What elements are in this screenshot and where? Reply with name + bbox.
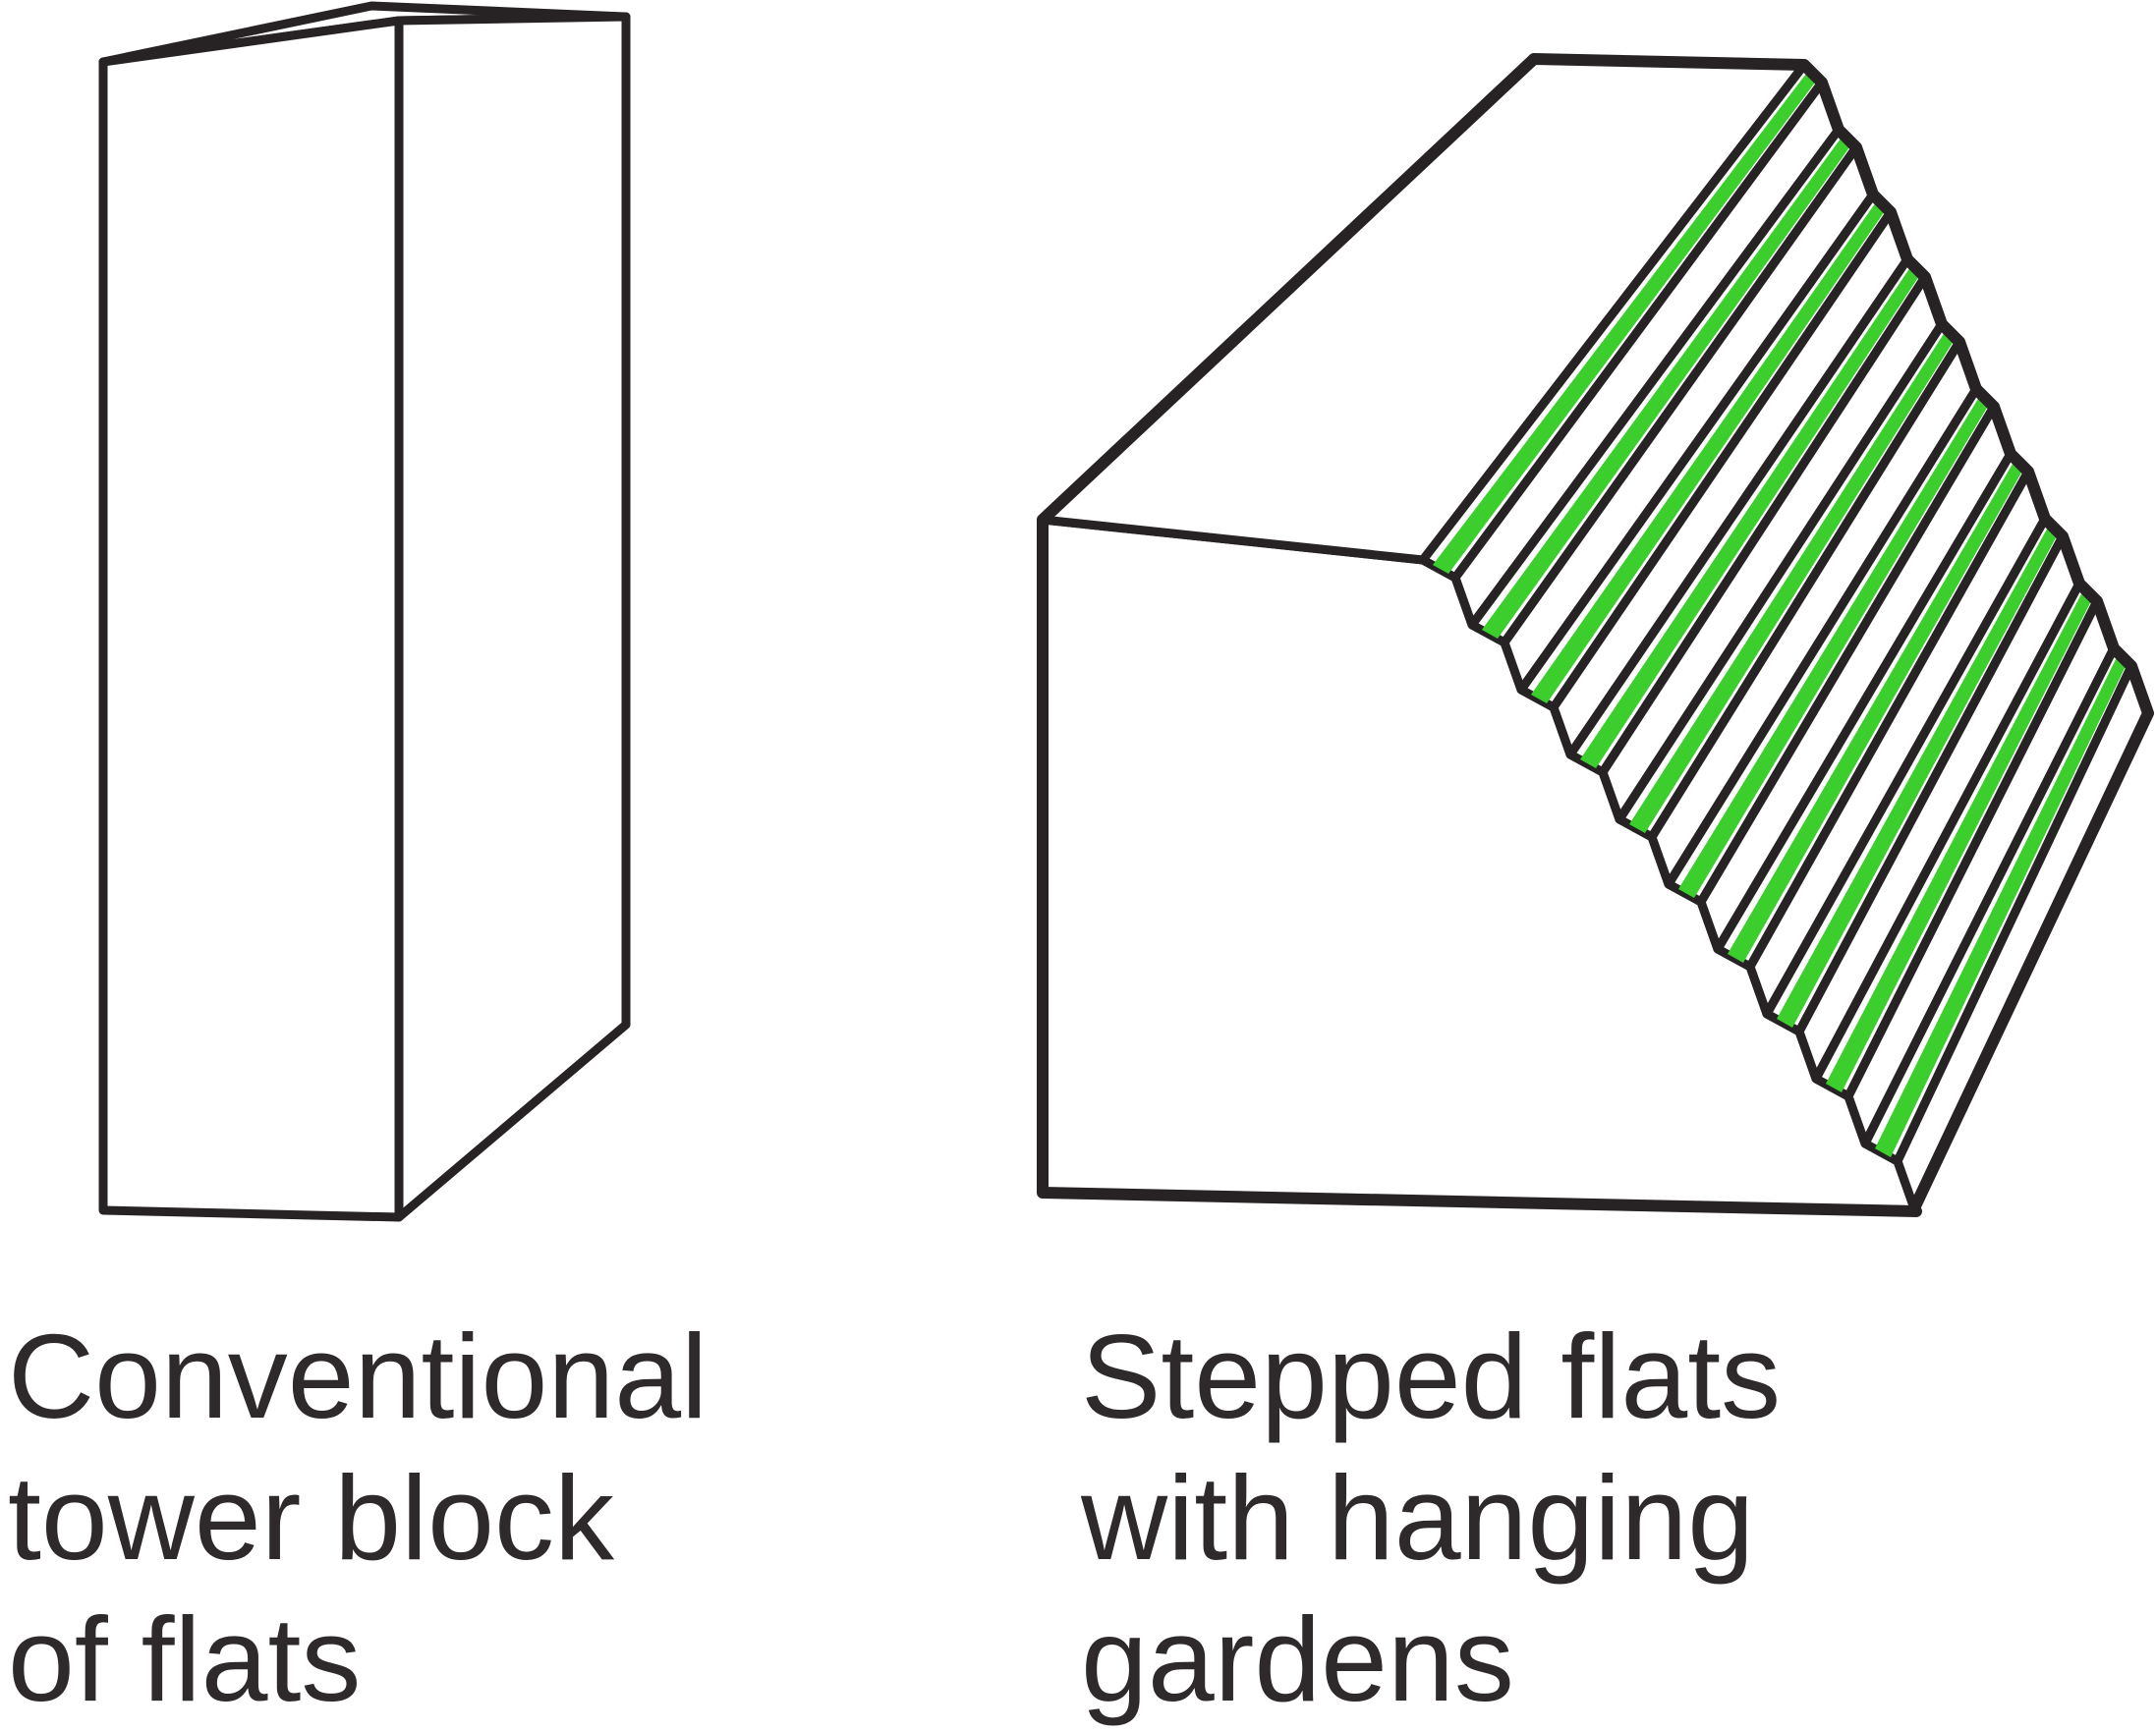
garden-stripes (1433, 70, 2128, 1157)
garden-stripe (1777, 524, 2059, 1028)
stepped-flats-figure (1037, 53, 2154, 1217)
label-line: with hanging (1081, 1450, 1755, 1585)
label-stepped-flats: Stepped flats with hanging gardens (1081, 1307, 1781, 1731)
label-line: Stepped flats (1081, 1310, 1782, 1443)
garden-stripe (1482, 135, 1852, 639)
garden-stripe (1629, 329, 1956, 833)
garden-stripe (1678, 394, 1990, 898)
tower-block-figure (98, 1, 631, 1222)
tower-side-face (394, 12, 631, 1222)
garden-stripe (1728, 459, 2024, 963)
label-line: tower block (8, 1450, 615, 1585)
building-outline (1037, 53, 2154, 1217)
label-line: of flats (8, 1591, 362, 1726)
label-line: gardens (1081, 1591, 1514, 1726)
garden-stripe (1826, 588, 2093, 1092)
garden-stripe (1580, 264, 1921, 768)
garden-stripe (1875, 653, 2128, 1157)
label-line: Conventional (8, 1310, 709, 1443)
garden-stripe (1433, 70, 1818, 574)
garden-stripe (1531, 199, 1887, 703)
tower-front-face (98, 16, 404, 1222)
label-conventional-tower: Conventional tower block of flats (8, 1307, 708, 1731)
